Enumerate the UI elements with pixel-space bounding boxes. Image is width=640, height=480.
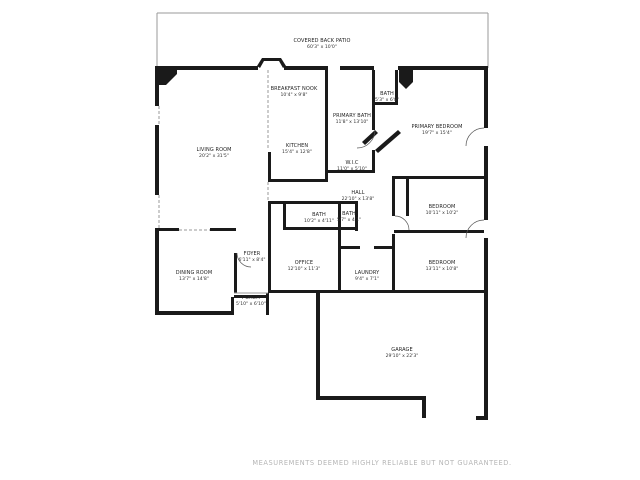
svg-text:HALL: HALL bbox=[351, 190, 364, 196]
svg-text:22'10" x 13'8": 22'10" x 13'8" bbox=[342, 196, 375, 202]
svg-text:10'4" x 9'8": 10'4" x 9'8" bbox=[280, 92, 307, 98]
svg-text:19'7" x 15'4": 19'7" x 15'4" bbox=[422, 130, 452, 136]
svg-text:13'7" x 14'8": 13'7" x 14'8" bbox=[179, 276, 209, 282]
svg-text:10'2" x 4'11": 10'2" x 4'11" bbox=[304, 218, 334, 224]
room-label-primary-bath: PRIMARY BATH 11'8" x 13'10" bbox=[333, 113, 371, 125]
room-label-hall: HALL 22'10" x 13'8" bbox=[342, 190, 375, 202]
svg-text:20'2" x 31'5": 20'2" x 31'5" bbox=[199, 153, 229, 159]
room-label-kitchen: KITCHEN 15'4" x 12'8" bbox=[282, 143, 312, 155]
svg-text:COVERED BACK PATIO: COVERED BACK PATIO bbox=[293, 38, 350, 44]
openings bbox=[158, 70, 485, 294]
svg-text:BATH: BATH bbox=[380, 91, 394, 97]
svg-text:GARAGE: GARAGE bbox=[391, 347, 413, 353]
svg-text:LAUNDRY: LAUNDRY bbox=[355, 270, 380, 276]
svg-text:BATH: BATH bbox=[342, 211, 356, 217]
svg-text:11'8" x 13'10": 11'8" x 13'10" bbox=[336, 119, 369, 125]
svg-text:W.I.C: W.I.C bbox=[345, 160, 358, 166]
room-label-foyer: FOYER 6'11" x 8'4" bbox=[238, 251, 265, 263]
svg-text:5'3" x 6'8": 5'3" x 6'8" bbox=[375, 97, 399, 103]
svg-text:BATH: BATH bbox=[312, 212, 326, 218]
svg-text:10'11" x 10'2": 10'11" x 10'2" bbox=[426, 210, 459, 216]
disclaimer-text: MEASUREMENTS DEEMED HIGHLY RELIABLE BUT … bbox=[252, 459, 511, 467]
room-label-bedroom-2: BEDROOM 13'11" x 10'8" bbox=[426, 260, 459, 272]
room-label-bath-mid: BATH 10'2" x 4'11" bbox=[304, 212, 334, 224]
svg-text:9'4" x 7'1": 9'4" x 7'1" bbox=[355, 276, 379, 282]
svg-text:15'4" x 12'8": 15'4" x 12'8" bbox=[282, 149, 312, 155]
room-label-patio: COVERED BACK PATIO 60'3" x 10'0" bbox=[293, 38, 350, 50]
svg-text:6'11" x 8'4": 6'11" x 8'4" bbox=[238, 257, 265, 263]
svg-text:12'10" x 11'3": 12'10" x 11'3" bbox=[288, 266, 321, 272]
svg-text:5'10" x 6'10": 5'10" x 6'10" bbox=[236, 301, 266, 307]
room-label-breakfast-nook: BREAKFAST NOOK 10'4" x 9'8" bbox=[271, 86, 318, 98]
room-label-office: OFFICE 12'10" x 11'3" bbox=[288, 260, 321, 272]
svg-text:13'11" x 10'8": 13'11" x 10'8" bbox=[426, 266, 459, 272]
interior-walls bbox=[155, 70, 486, 315]
svg-text:60'3" x 10'0": 60'3" x 10'0" bbox=[307, 44, 337, 50]
svg-text:BREAKFAST NOOK: BREAKFAST NOOK bbox=[271, 86, 318, 92]
svg-text:KITCHEN: KITCHEN bbox=[286, 143, 309, 149]
svg-text:LIVING ROOM: LIVING ROOM bbox=[196, 147, 231, 153]
exterior-walls bbox=[155, 58, 488, 420]
room-label-garage: GARAGE 29'10" x 22'3" bbox=[386, 347, 419, 359]
patio-outline bbox=[156, 12, 489, 68]
room-label-porch: PORCH 5'10" x 6'10" bbox=[236, 295, 266, 307]
svg-text:11'0" x 5'10": 11'0" x 5'10" bbox=[337, 166, 367, 172]
room-label-laundry: LAUNDRY 9'4" x 7'1" bbox=[355, 270, 380, 282]
svg-text:5'7" x 4'1": 5'7" x 4'1" bbox=[337, 217, 361, 223]
room-label-dining-room: DINING ROOM 13'7" x 14'8" bbox=[176, 270, 213, 282]
svg-text:FOYER: FOYER bbox=[244, 251, 261, 257]
svg-text:PORCH: PORCH bbox=[242, 295, 260, 301]
svg-text:DINING ROOM: DINING ROOM bbox=[176, 270, 213, 276]
room-label-primary-bedroom: PRIMARY BEDROOM 19'7" x 15'4" bbox=[411, 124, 462, 136]
svg-text:BEDROOM: BEDROOM bbox=[429, 204, 456, 210]
room-label-bedroom-1: BEDROOM 10'11" x 10'2" bbox=[426, 204, 459, 216]
room-label-bath-small: BATH 5'7" x 4'1" bbox=[337, 211, 361, 223]
svg-text:OFFICE: OFFICE bbox=[295, 260, 313, 266]
room-label-wic: W.I.C 11'0" x 5'10" bbox=[337, 160, 367, 172]
svg-text:PRIMARY BATH: PRIMARY BATH bbox=[333, 113, 371, 119]
svg-text:PRIMARY BEDROOM: PRIMARY BEDROOM bbox=[411, 124, 462, 130]
room-label-bath-top: BATH 5'3" x 6'8" bbox=[375, 91, 399, 103]
room-label-living-room: LIVING ROOM 20'2" x 31'5" bbox=[196, 147, 231, 159]
svg-text:BEDROOM: BEDROOM bbox=[429, 260, 456, 266]
svg-text:29'10" x 22'3": 29'10" x 22'3" bbox=[386, 353, 419, 359]
